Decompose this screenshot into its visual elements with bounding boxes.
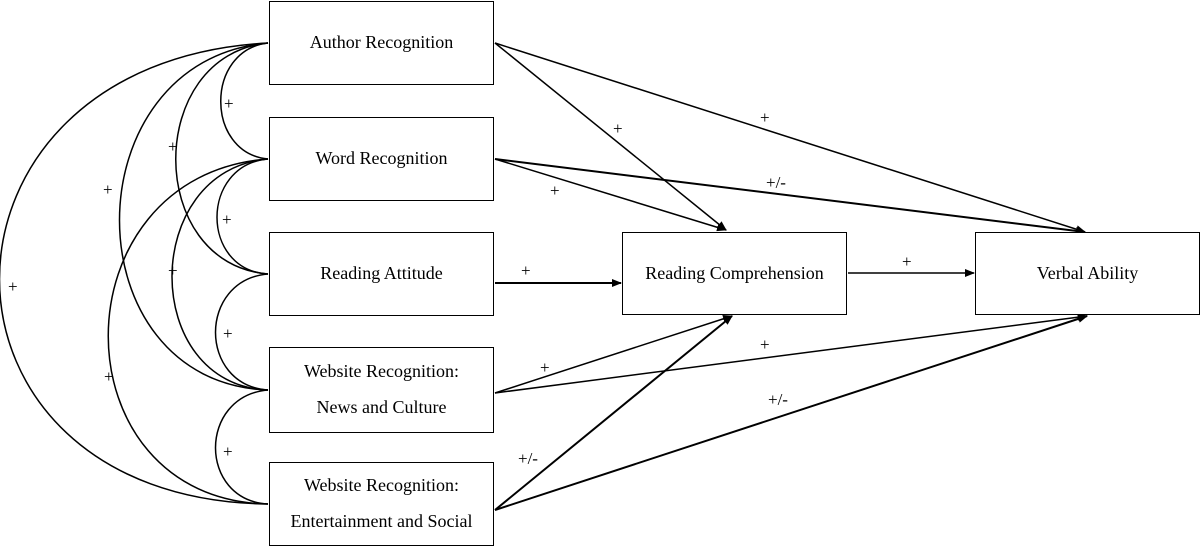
path-ent-to-va — [494, 315, 1088, 511]
sign-author-rc: + — [613, 119, 623, 138]
path-news-to-rc — [494, 314, 733, 394]
node-label-line1: Website Recognition: — [303, 361, 460, 382]
correlation-arc-word-ent — [107, 158, 269, 505]
sign-author-attitude: + — [168, 137, 178, 156]
node-label-line2: News and Culture — [316, 397, 447, 417]
correlation-arc-author-attitude — [175, 42, 269, 275]
sign-attitude-rc: + — [521, 261, 531, 280]
sign-word-ent: + — [104, 367, 114, 386]
node-label: Reading Attitude — [320, 263, 443, 284]
node-author-recognition: Author Recognition — [269, 1, 494, 85]
sign-word-attitude: + — [222, 210, 232, 229]
path-news-to-va — [494, 313, 1088, 394]
sign-author-news: + — [103, 180, 113, 199]
path-author-to-va — [494, 42, 1086, 234]
node-reading-attitude: Reading Attitude — [269, 232, 494, 316]
path-word-to-va — [494, 158, 1086, 235]
node-label-line1: Website Recognition: — [303, 475, 460, 496]
correlation-arc-news-ent — [214, 389, 269, 505]
node-verbal-ability: Verbal Ability — [975, 232, 1200, 315]
node-website-entertainment-social: Website Recognition: Entertainment and S… — [269, 462, 494, 546]
node-word-recognition: Word Recognition — [269, 117, 494, 201]
correlation-arc-word-attitude — [216, 158, 269, 275]
sign-ent-rc: +/- — [518, 449, 538, 468]
node-reading-comprehension: Reading Comprehension — [622, 232, 847, 315]
sign-ent-va: +/- — [768, 390, 788, 409]
path-author-to-rc — [494, 42, 727, 231]
path-word-to-rc — [494, 158, 727, 232]
sign-attitude-news: + — [223, 324, 233, 343]
correlation-arc-author-news — [118, 42, 269, 391]
correlation-arc-word-news — [171, 158, 269, 391]
correlation-arc-author-word — [220, 42, 269, 160]
node-label-line2: Entertainment and Social — [290, 511, 473, 531]
sign-news-rc: + — [540, 358, 550, 377]
path-ent-to-rc — [494, 315, 733, 511]
node-label: Author Recognition — [309, 32, 454, 53]
node-label: Reading Comprehension — [645, 262, 824, 283]
node-website-news-culture: Website Recognition: News and Culture — [269, 347, 494, 433]
correlation-arc-author-ent — [0, 42, 269, 505]
sign-word-va: +/- — [766, 173, 786, 192]
sign-author-va: + — [760, 108, 770, 127]
sign-author-word: + — [224, 94, 234, 113]
sign-author-ent: + — [8, 277, 18, 296]
node-label: Word Recognition — [315, 148, 448, 169]
sign-word-news: + — [168, 261, 178, 280]
sign-rc-va: + — [902, 252, 912, 271]
sign-word-rc: + — [550, 181, 560, 200]
sign-news-ent: + — [223, 442, 233, 461]
correlation-arc-attitude-news — [214, 273, 269, 391]
sign-news-va: + — [760, 335, 770, 354]
node-label: Verbal Ability — [1036, 262, 1139, 283]
